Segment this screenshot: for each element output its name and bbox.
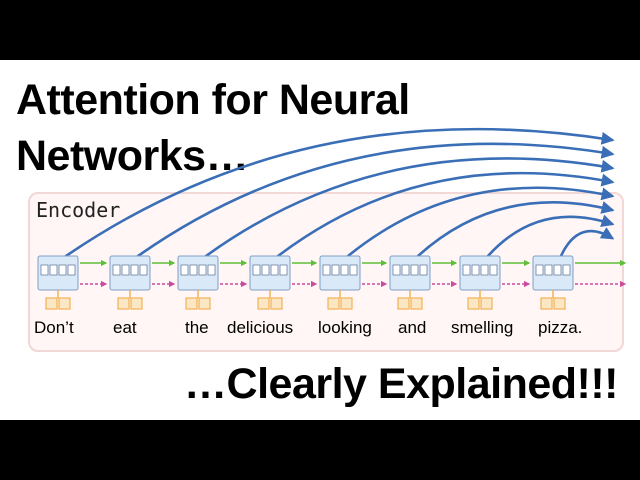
attention-arrow [64,127,615,258]
subtitle: …Clearly Explained!!! [184,360,618,408]
encoder-label: Encoder [36,198,121,222]
lstm-unit [198,264,207,276]
lstm-unit [471,264,480,276]
embedding-box [198,297,211,310]
embedding-box [130,297,143,310]
word-and: and [398,318,427,337]
embedding-box [257,297,270,310]
lstm-unit [480,264,489,276]
lstm-unit [130,264,139,276]
attention-arrows [64,127,615,258]
lstm-unit [112,264,121,276]
lstm-unit [392,264,401,276]
embedding-box [553,297,566,310]
attention-arrow [204,157,615,258]
embedding-box [327,297,340,310]
lstm-unit [349,264,358,276]
embedding-box [270,297,283,310]
lstm-unit [462,264,471,276]
lstm-unit [279,264,288,276]
lstm-unit [180,264,189,276]
lstm-unit [270,264,279,276]
embedding-box [410,297,423,310]
embedding-box [185,297,198,310]
lstm-unit [67,264,76,276]
attention-arrow [416,201,615,258]
word-pizza: pizza. [538,318,583,337]
word-delicious: delicious [227,318,294,337]
lstm-unit [189,264,198,276]
lstm-unit [419,264,428,276]
embedding-box [540,297,553,310]
attention-arrow [276,171,615,258]
lstm-unit [489,264,498,276]
title-line-2: Networks… [16,132,249,180]
attention-arrow [346,186,615,258]
lstm-unit [535,264,544,276]
lstm-unit [139,264,148,276]
thumbnail-frame: Attention for Neural Networks… Encoder D… [0,60,640,420]
word-looking: looking [318,318,372,337]
lstm-unit [40,264,49,276]
embedding-box [467,297,480,310]
lstm-unit [331,264,340,276]
lstm-unit [562,264,571,276]
lstm-unit [322,264,331,276]
lstm-unit [401,264,410,276]
lstm-unit [544,264,553,276]
lstm-unit [410,264,419,276]
embedding-box [397,297,410,310]
letterbox-bottom [0,420,640,480]
embedding-box [45,297,58,310]
attention-arrow [486,214,615,258]
lstm-unit [340,264,349,276]
word-dont: Don’t [34,318,74,337]
lstm-unit [207,264,216,276]
embedding-box [480,297,493,310]
lstm-unit [121,264,130,276]
word-smelling: smelling [451,318,514,337]
encoder-diagram [37,127,627,310]
lstm-cells [37,255,627,310]
embedding-box [58,297,71,310]
lstm-unit [553,264,562,276]
title-line-1: Attention for Neural [16,76,410,124]
lstm-unit [252,264,261,276]
page-title: Attention for Neural Networks… [16,72,410,184]
lstm-unit [49,264,58,276]
word-eat: eat [113,318,137,337]
embedding-box [117,297,130,310]
lstm-unit [58,264,67,276]
word-the: the [185,318,209,337]
attention-arrow [136,142,615,258]
lstm-unit [261,264,270,276]
letterbox-top [0,0,640,60]
embedding-box [340,297,353,310]
attention-arrow [559,227,615,258]
